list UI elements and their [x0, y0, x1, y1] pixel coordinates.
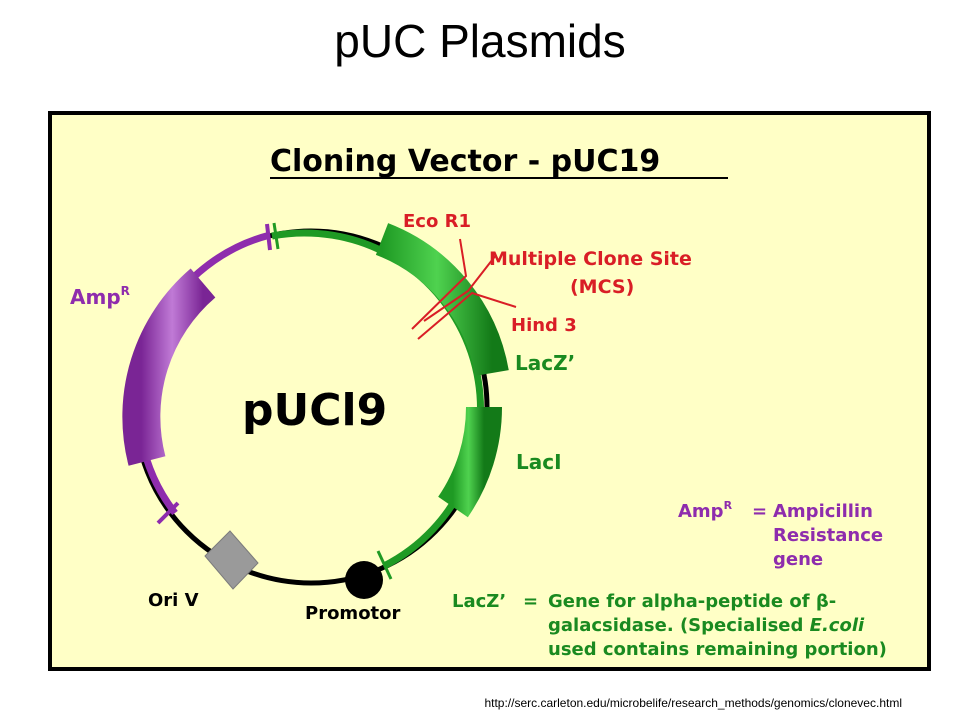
- legend-lacz-term: LacZ’: [452, 591, 506, 612]
- laci-gene-block: [437, 406, 503, 518]
- plasmid-diagram: Cloning Vector - pUC19 Eco R1 Multiple C…: [52, 115, 927, 667]
- legend-lacz-def2-italic: E.coli: [810, 615, 865, 636]
- tick-top-green: [272, 222, 280, 250]
- legend-lacz-def2-text: galacsidase. (Specialised: [548, 615, 810, 636]
- legend-lacz-def2: galacsidase. (Specialised E.coli: [548, 615, 865, 636]
- tick-top-purple: [265, 223, 272, 251]
- lacz-label: LacZ’: [515, 351, 575, 375]
- plasmid-name: pUCl9: [242, 385, 387, 436]
- legend-lacz-def3: used contains remaining portion): [548, 639, 887, 660]
- eco-pointer: [411, 238, 468, 330]
- legend-amp-term-sup: R: [724, 499, 733, 512]
- source-url: http://serc.carleton.edu/microbelife/res…: [484, 696, 902, 710]
- legend-amp-def1: Ampicillin: [773, 501, 873, 522]
- mcs-pointer: [423, 254, 497, 322]
- mcs-label-line1: Multiple Clone Site: [489, 248, 692, 270]
- promotor-dot: [345, 561, 383, 599]
- amp-label-text: Amp: [70, 285, 121, 309]
- legend-lacz-eq: =: [523, 591, 538, 612]
- eco-label: Eco R1: [403, 211, 471, 232]
- diagram-heading: Cloning Vector - pUC19: [270, 144, 660, 179]
- legend-lacz-def1: Gene for alpha-peptide of β-: [548, 591, 836, 612]
- legend-amp-def3: gene: [773, 549, 823, 570]
- hind-label: Hind 3: [511, 315, 577, 336]
- hind-pointer: [417, 291, 517, 340]
- diagram-background: [52, 115, 927, 667]
- ori-label: Ori V: [148, 590, 199, 611]
- tick-right-green: [376, 550, 393, 580]
- legend-amp-term-text: Amp: [678, 501, 724, 522]
- legend-amp-term: AmpR: [678, 499, 733, 522]
- mcs-label-line2: (MCS): [570, 276, 634, 298]
- ori-block: [204, 530, 259, 590]
- tick-left-purple: [156, 501, 180, 525]
- legend-amp-eq: =: [752, 501, 767, 522]
- amp-gene-block: [122, 268, 216, 466]
- laci-label: LacI: [516, 450, 562, 474]
- amp-label-sup: R: [121, 284, 130, 298]
- slide-title: pUC Plasmids: [334, 15, 626, 67]
- lacz-gene-block: [375, 223, 509, 377]
- promotor-label: Promotor: [305, 603, 401, 624]
- plasmid-figure: Cloning Vector - pUC19 Eco R1 Multiple C…: [48, 111, 931, 671]
- amp-label: AmpR: [70, 284, 130, 309]
- legend-amp-def2: Resistance: [773, 525, 883, 546]
